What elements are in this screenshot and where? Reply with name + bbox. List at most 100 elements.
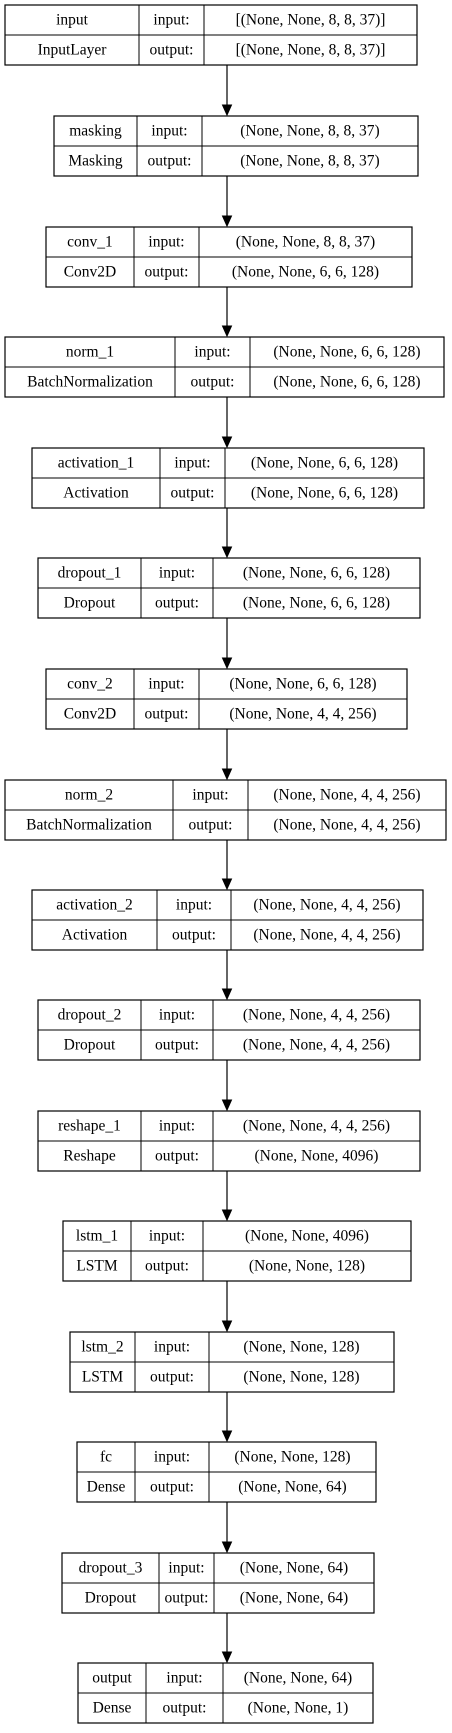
output-label: output: [148,153,192,170]
output-label: output: [172,927,216,944]
layer-name: lstm_2 [81,1339,123,1356]
output-shape: (None, None, 8, 8, 37) [240,153,379,170]
input-shape: (None, None, 64) [240,1560,348,1577]
edge-arrow-conv-1-to-norm-1 [221,287,233,338]
output-shape: (None, None, 6, 6, 128) [251,485,398,502]
layer-type: Dense [93,1700,132,1717]
output-label: output: [150,42,194,59]
layer-type: LSTM [82,1369,124,1386]
arrowhead-icon [221,1320,233,1333]
input-shape: (None, None, 4, 4, 256) [253,897,400,914]
output-shape: (None, None, 4, 4, 256) [253,927,400,944]
input-label: input: [166,1670,202,1687]
layer-name: conv_2 [67,676,113,693]
arrowhead-icon [221,988,233,1001]
arrowhead-icon [221,436,233,449]
layer-type: BatchNormalization [27,374,153,391]
input-label: input: [168,1560,204,1577]
edge-arrow-dropout-1-to-conv-2 [221,618,233,670]
layer-name: input [56,12,89,29]
layer-name: activation_1 [58,455,135,472]
input-label: input: [149,1228,185,1245]
output-label: output: [165,1590,209,1607]
input-label: input: [194,344,230,361]
layer-type: Activation [63,485,129,502]
input-label: input: [192,787,228,804]
arrowhead-icon [221,215,233,228]
input-shape: [(None, None, 8, 8, 37)] [236,12,386,29]
edge-arrow-lstm-1-to-lstm-2 [221,1281,233,1333]
output-label: output: [155,595,199,612]
input-shape: (None, None, 6, 6, 128) [251,455,398,472]
input-shape: (None, None, 4, 4, 256) [243,1007,390,1024]
layer-name: dropout_1 [58,565,122,582]
layer-name: activation_2 [56,897,133,914]
layer-type: Dropout [64,1037,116,1054]
edge-arrow-dropout-3-to-output [221,1613,233,1664]
input-label: input: [154,1339,190,1356]
output-label: output: [171,485,215,502]
layer-node-conv-1: conv_1 input: (None, None, 8, 8, 37) Conv2D… [45,226,413,288]
output-shape: (None, None, 6, 6, 128) [273,374,420,391]
layer-name: norm_1 [66,344,114,361]
input-label: input: [151,123,187,140]
edge-arrow-masking-to-conv-1 [221,176,233,228]
input-shape: (None, None, 8, 8, 37) [236,234,375,251]
layer-type: Conv2D [64,706,117,723]
output-label: output: [145,706,189,723]
edge-arrow-lstm-2-to-fc [221,1392,233,1443]
output-shape: (None, None, 4096) [255,1148,379,1165]
edge-arrow-norm-2-to-activation-2 [221,840,233,891]
input-label: input: [148,676,184,693]
edge-arrow-input-to-masking [221,65,233,117]
edges [221,65,233,1664]
layer-name: dropout_2 [58,1007,122,1024]
output-label: output: [163,1700,207,1717]
arrowhead-icon [221,1651,233,1664]
layer-name: fc [100,1449,112,1466]
layer-name: output [92,1670,132,1687]
output-shape: (None, None, 128) [243,1369,359,1386]
input-shape: (None, None, 6, 6, 128) [229,676,376,693]
input-shape: (None, None, 4, 4, 256) [243,1118,390,1135]
layer-type: Dropout [85,1590,137,1607]
layer-name: masking [69,123,122,140]
layer-type: Conv2D [64,264,117,281]
output-shape: (None, None, 4, 4, 256) [229,706,376,723]
arrowhead-icon [221,878,233,891]
output-shape: (None, None, 1) [248,1700,349,1717]
edge-arrow-activation-1-to-dropout-1 [221,508,233,559]
layer-type: BatchNormalization [26,817,152,834]
layer-type: InputLayer [38,42,108,59]
layer-nodes: input input: [(None, None, 8, 8, 37)] Input… [4,4,447,1724]
layer-type: Reshape [63,1148,116,1165]
output-shape: (None, None, 4, 4, 256) [273,817,420,834]
output-shape: (None, None, 128) [249,1258,365,1275]
arrowhead-icon [221,1430,233,1443]
input-label: input: [174,455,210,472]
input-label: input: [148,234,184,251]
output-label: output: [145,264,189,281]
output-label: output: [150,1369,194,1386]
layer-name: conv_1 [67,234,113,251]
output-shape: (None, None, 6, 6, 128) [243,595,390,612]
output-shape: [(None, None, 8, 8, 37)] [236,42,386,59]
arrowhead-icon [221,325,233,338]
input-shape: (None, None, 6, 6, 128) [273,344,420,361]
input-shape: (None, None, 8, 8, 37) [240,123,379,140]
layer-node-dropout-3: dropout_3 input: (None, None, 64) Dropout ou… [61,1552,375,1614]
edge-arrow-dropout-2-to-reshape-1 [221,1060,233,1112]
input-shape: (None, None, 128) [234,1449,350,1466]
arrowhead-icon [221,104,233,117]
layer-name: dropout_3 [79,1560,143,1577]
output-label: output: [150,1479,194,1496]
arrowhead-icon [221,657,233,670]
